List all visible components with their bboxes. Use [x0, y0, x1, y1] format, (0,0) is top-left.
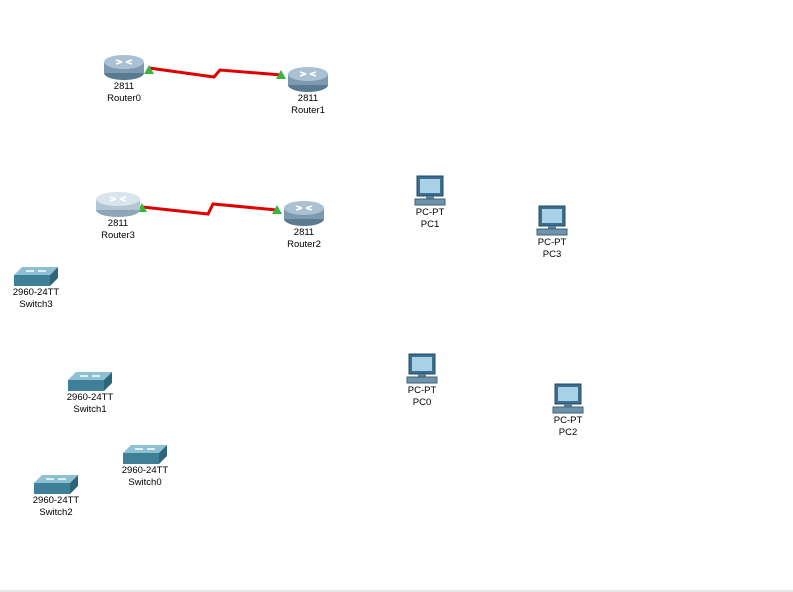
device-pc0[interactable]: PC-PT PC0 [397, 353, 447, 409]
device-name-label: PC0 [412, 397, 432, 408]
device-pc3[interactable]: PC-PT PC3 [527, 205, 577, 261]
pc-icon [536, 205, 568, 236]
device-pc2[interactable]: PC-PT PC2 [543, 383, 593, 439]
device-model-label: PC-PT [407, 385, 437, 396]
pc-icon [552, 383, 584, 414]
device-model-label: 2811 [107, 218, 129, 229]
device-model-label: 2960-24TT [121, 465, 169, 476]
device-name-label: PC2 [558, 427, 578, 438]
device-name-label: Router3 [101, 230, 135, 241]
workspace-bottom-border [0, 590, 793, 592]
device-switch2[interactable]: 2960-24TT Switch2 [28, 473, 84, 519]
device-name-label: Switch3 [19, 299, 53, 310]
device-model-label: PC-PT [553, 415, 583, 426]
pc-icon [406, 353, 438, 384]
device-model-label: 2960-24TT [66, 392, 114, 403]
device-name-label: Switch1 [73, 404, 107, 415]
device-model-label: 2811 [113, 81, 135, 92]
router-icon [284, 201, 324, 226]
device-switch0[interactable]: 2960-24TT Switch0 [117, 443, 173, 489]
pc-icon [414, 175, 446, 206]
link-router0-router1[interactable] [144, 65, 286, 79]
switch-icon [123, 445, 167, 464]
device-name-label: Switch2 [39, 507, 73, 518]
device-name-label: Router1 [291, 105, 325, 116]
device-name-label: PC1 [420, 219, 440, 230]
device-name-label: Router0 [107, 93, 141, 104]
device-router0[interactable]: 2811 Router0 [100, 53, 148, 105]
device-router1[interactable]: 2811 Router1 [284, 65, 332, 117]
device-router3[interactable]: 2811 Router3 [92, 190, 144, 242]
switch-icon [34, 475, 78, 494]
device-switch3[interactable]: 2960-24TT Switch3 [8, 265, 64, 311]
device-model-label: PC-PT [415, 207, 445, 218]
device-name-label: Switch0 [128, 477, 162, 488]
device-switch1[interactable]: 2960-24TT Switch1 [62, 370, 118, 416]
device-model-label: PC-PT [537, 237, 567, 248]
device-model-label: 2960-24TT [12, 287, 60, 298]
switch-icon [14, 267, 58, 286]
switch-icon [68, 372, 112, 391]
device-pc1[interactable]: PC-PT PC1 [405, 175, 455, 231]
device-model-label: 2960-24TT [32, 495, 80, 506]
device-name-label: Router2 [287, 239, 321, 250]
device-model-label: 2811 [293, 227, 315, 238]
router-icon [104, 55, 144, 80]
device-model-label: 2811 [297, 93, 319, 104]
router-icon [288, 67, 328, 92]
device-router2[interactable]: 2811 Router2 [280, 199, 328, 251]
router-icon [96, 192, 140, 217]
device-name-label: PC3 [542, 249, 562, 260]
link-router3-router2[interactable] [137, 202, 282, 216]
